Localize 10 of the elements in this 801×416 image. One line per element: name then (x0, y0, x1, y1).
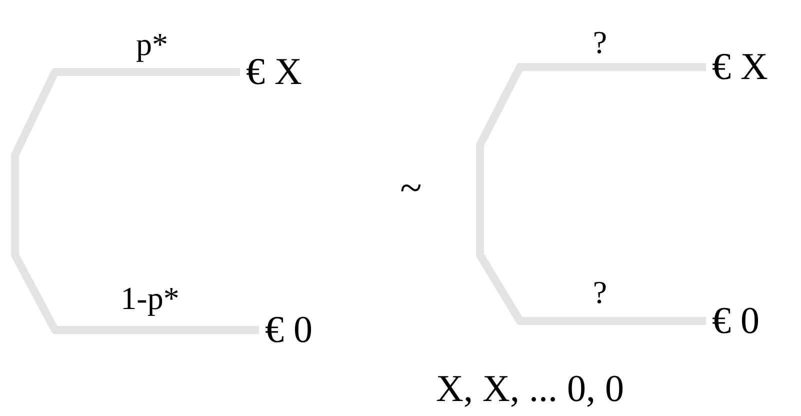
tree-branch (476, 63, 706, 200)
outcome-text: € 0 (265, 311, 312, 349)
indifference-sign: ~ (400, 168, 422, 208)
outcome-text: € X (246, 53, 302, 91)
outcome-sequence-text: X, X, ... 0, 0 (436, 370, 624, 408)
tree-branch (11, 205, 259, 334)
tree-branch (476, 200, 706, 325)
outcome-text: € X (712, 48, 768, 86)
outcome-text: € 0 (712, 302, 760, 340)
tree-branch (11, 68, 240, 205)
